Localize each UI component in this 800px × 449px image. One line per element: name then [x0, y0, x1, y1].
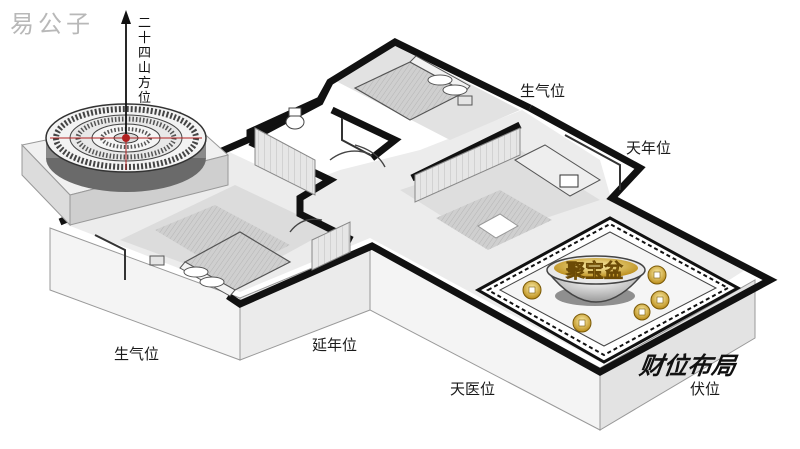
position-fuwei: 伏位 — [690, 380, 721, 398]
brand-watermark: 易公子 — [10, 10, 94, 38]
compass-label: 二十四山方位 — [138, 16, 152, 106]
position-tianyi: 天医位 — [450, 380, 496, 398]
north-arrow-icon — [121, 10, 131, 134]
partitions — [254, 127, 521, 271]
treasure-bowl — [546, 255, 646, 306]
toilet — [285, 107, 305, 130]
position-tiannian: 天年位 — [626, 139, 672, 157]
doors — [289, 144, 386, 233]
thin-walls — [94, 118, 621, 280]
diagram-title: 财位布局 — [637, 352, 738, 380]
bed-upper — [353, 55, 473, 121]
bed-lower — [149, 231, 292, 297]
treasure-bowl-label: 聚宝盆 — [566, 260, 624, 283]
luopan-compass-icon — [45, 103, 207, 192]
position-shengqi-bottom: 生气位 — [114, 345, 160, 363]
position-yannian: 延年位 — [312, 336, 358, 354]
gold-coins — [522, 265, 670, 333]
kitchen-counter — [513, 144, 601, 197]
position-shengqi-top: 生气位 — [520, 82, 566, 100]
